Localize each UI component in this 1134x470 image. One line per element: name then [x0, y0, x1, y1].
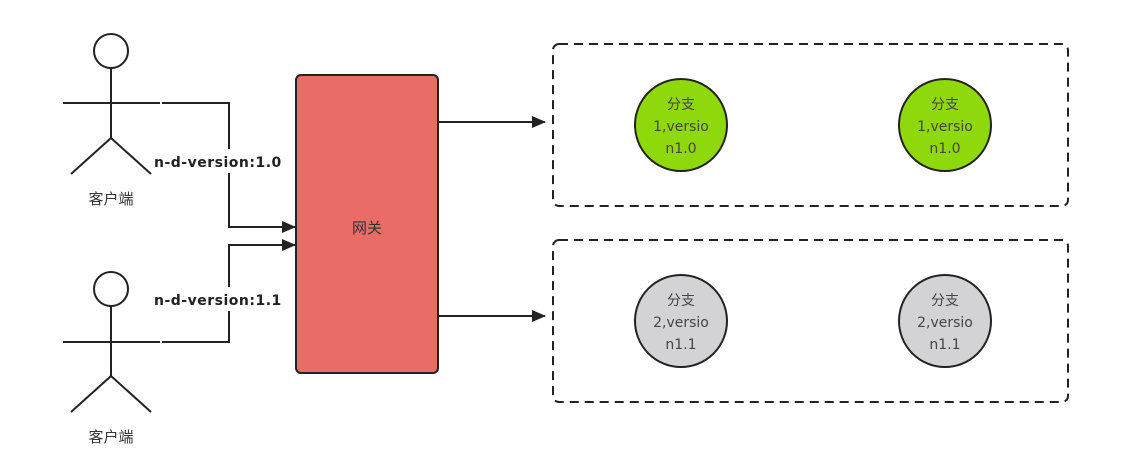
branch-node-circle — [898, 274, 992, 368]
edge-label-bg — [151, 287, 303, 311]
gateway-node[interactable]: 网关 — [295, 74, 439, 374]
branch-node-line: 分支 — [931, 97, 959, 113]
branch-node-circle — [634, 78, 728, 172]
branch-node[interactable]: 分支 1,versio n1.0 — [634, 78, 728, 172]
edge-label-header-1: n-d-version:1.0 — [154, 155, 282, 171]
branch-node-line: 1,versio — [917, 119, 973, 135]
branch-node-line: 分支 — [931, 293, 959, 309]
branch-node[interactable]: 分支 2,versio n1.1 — [898, 274, 992, 368]
branch-node-line: n1.1 — [929, 337, 960, 353]
actor-leg-left — [70, 375, 112, 413]
branch-group-2[interactable]: 分支 2,versio n1.1 分支 2,versio n1.1 — [552, 239, 1069, 403]
group-container-dashed — [552, 43, 1069, 207]
actor-leg-right — [110, 137, 152, 175]
branch-node-line: 分支 — [667, 97, 695, 113]
branch-node-line: 分支 — [667, 293, 695, 309]
edge-client2-to-gateway[interactable]: n-d-version:1.1 — [151, 239, 303, 343]
group-container-dashed — [552, 239, 1069, 403]
actor-leg-right — [110, 375, 152, 413]
branch-node[interactable]: 分支 2,versio n1.1 — [634, 274, 728, 368]
client-label-1: 客户端 — [88, 190, 133, 208]
branch-node-line: 2,versio — [917, 315, 973, 331]
branch-node-line: 2,versio — [653, 315, 709, 331]
actor-head-icon — [93, 33, 129, 69]
gateway-box — [295, 74, 439, 374]
branch-node-line: n1.0 — [929, 141, 960, 157]
branch-node-line: 1,versio — [653, 119, 709, 135]
actor-leg-left — [70, 137, 112, 175]
branch-node[interactable]: 分支 1,versio n1.0 — [898, 78, 992, 172]
edge-label-bg — [151, 149, 303, 173]
edge-label-header-2: n-d-version:1.1 — [154, 293, 282, 309]
client-actor-1[interactable]: 客户端 — [63, 33, 160, 208]
branch-node-circle — [898, 78, 992, 172]
gateway-label: 网关 — [352, 219, 382, 237]
branch-node-line: n1.1 — [665, 337, 696, 353]
client-actor-2[interactable]: 客户端 — [63, 271, 160, 446]
branch-group-1[interactable]: 分支 1,versio n1.0 分支 1,versio n1.0 — [552, 43, 1069, 207]
actor-head-icon — [93, 271, 129, 307]
branch-node-circle — [634, 274, 728, 368]
branch-node-line: n1.0 — [665, 141, 696, 157]
edge-client1-to-gateway[interactable]: n-d-version:1.0 — [151, 102, 303, 233]
client-label-2: 客户端 — [88, 428, 133, 446]
